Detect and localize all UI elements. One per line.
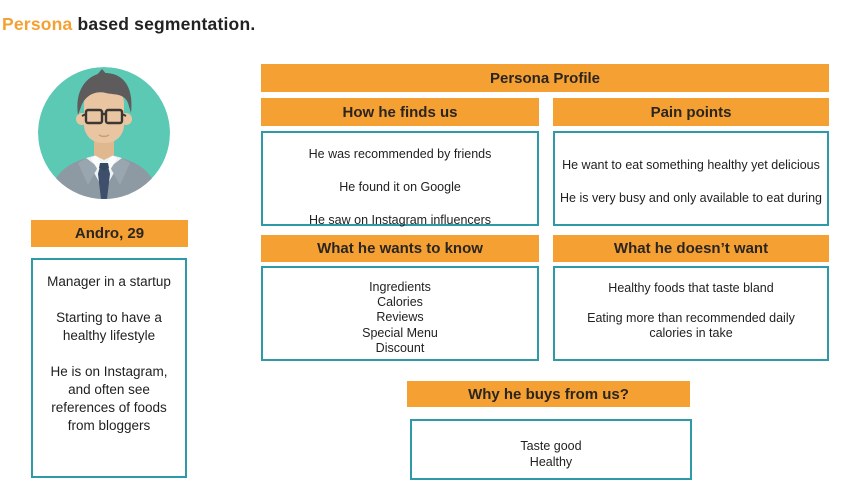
section-box-how-he-finds-us: He was recommended by friends He found it…: [261, 131, 539, 227]
list-item: Healthy: [529, 454, 573, 469]
list-item: Special Menu: [362, 325, 438, 340]
list-item: Healthy foods that taste bland: [608, 281, 774, 295]
persona-profile-header: Persona Profile: [261, 64, 829, 92]
list-item: Reviews: [376, 310, 424, 325]
persona-name-bar: Andro, 29: [31, 220, 188, 247]
persona-avatar: [38, 67, 170, 199]
page-title: Persona based segmentation.: [2, 14, 255, 35]
section-header-how-he-finds-us: How he finds us: [261, 98, 539, 126]
list-item: Starting to have a healthy lifestyle: [56, 310, 162, 343]
list-item: Discount: [375, 340, 425, 355]
list-item: He is on Instagram, and often see refere…: [50, 364, 168, 433]
list-item: Eating more than recommended daily calor…: [587, 311, 795, 341]
section-header-what-he-wants-to-know: What he wants to know: [261, 235, 539, 262]
page-title-highlight: Persona: [2, 14, 73, 34]
section-header-pain-points: Pain points: [553, 98, 829, 126]
list-item: He is very busy and only available to ea…: [560, 191, 822, 205]
list-item: Calories: [377, 295, 423, 310]
list-item: He was recommended by friends: [308, 147, 492, 161]
businessman-avatar-icon: [38, 67, 170, 199]
section-box-pain-points: He want to eat something healthy yet del…: [553, 131, 829, 226]
list-item: Manager in a startup: [47, 274, 171, 289]
list-item: He saw on Instagram influencers: [308, 213, 492, 227]
list-item: He found it on Google: [339, 180, 461, 194]
list-item: Ingredients: [369, 280, 431, 294]
list-item: He want to eat something healthy yet del…: [562, 158, 820, 172]
section-header-what-he-doesnt-want: What he doesn’t want: [553, 235, 829, 262]
page-title-rest: based segmentation.: [72, 14, 256, 34]
section-header-why-he-buys-from-us: Why he buys from us?: [407, 381, 690, 407]
list-item: Taste good: [520, 439, 582, 453]
